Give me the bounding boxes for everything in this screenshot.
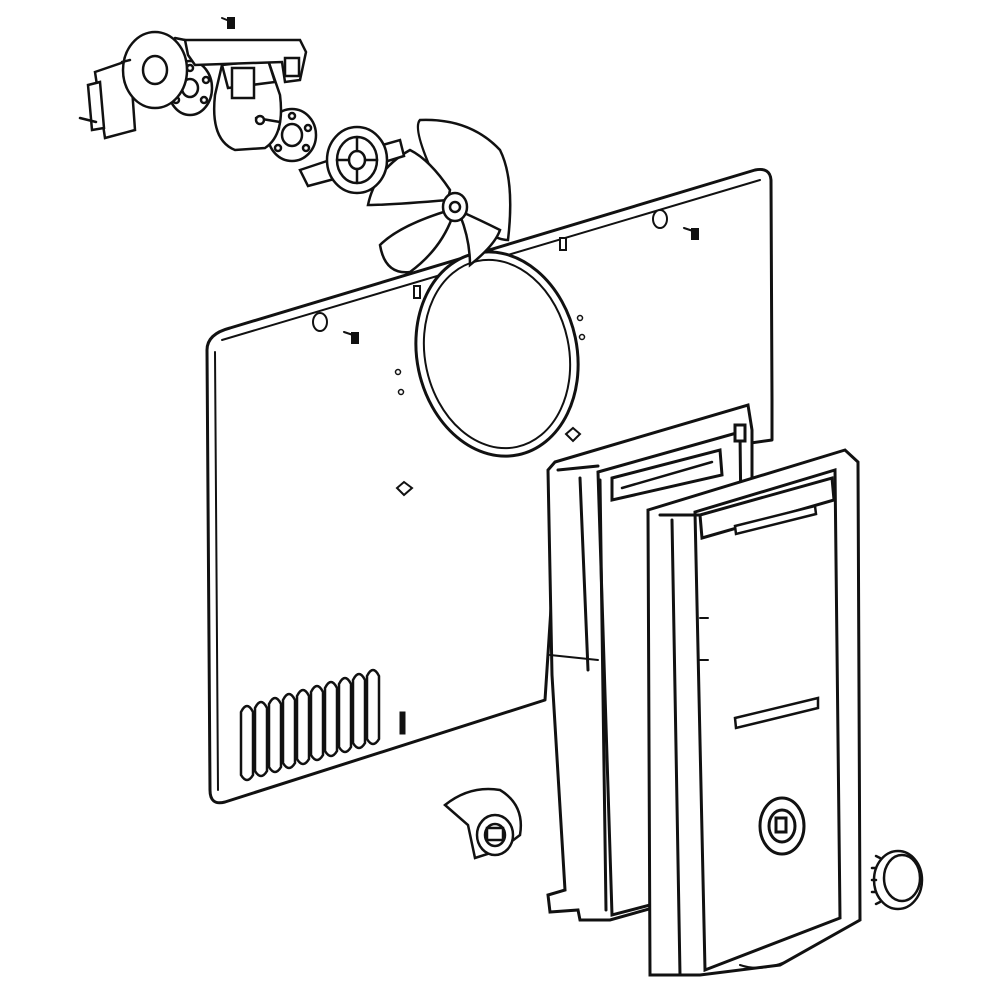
slot — [559, 237, 567, 251]
fan-motor — [213, 58, 283, 152]
mounting-hole — [312, 312, 328, 332]
control-knob — [870, 849, 924, 911]
vent-louvers — [239, 668, 381, 782]
damper-control — [443, 787, 523, 860]
fan-blade — [366, 118, 512, 274]
mounting-hole — [652, 209, 668, 229]
mounting-screw — [683, 227, 699, 240]
mounting-screw — [343, 331, 359, 344]
mounting-screw — [221, 17, 235, 29]
air-duct-front — [646, 448, 862, 977]
fan-shroud-ring — [298, 125, 406, 195]
fan-motor-bracket — [78, 30, 308, 140]
evaporator-cover-panel — [205, 168, 774, 805]
slot — [413, 285, 421, 299]
